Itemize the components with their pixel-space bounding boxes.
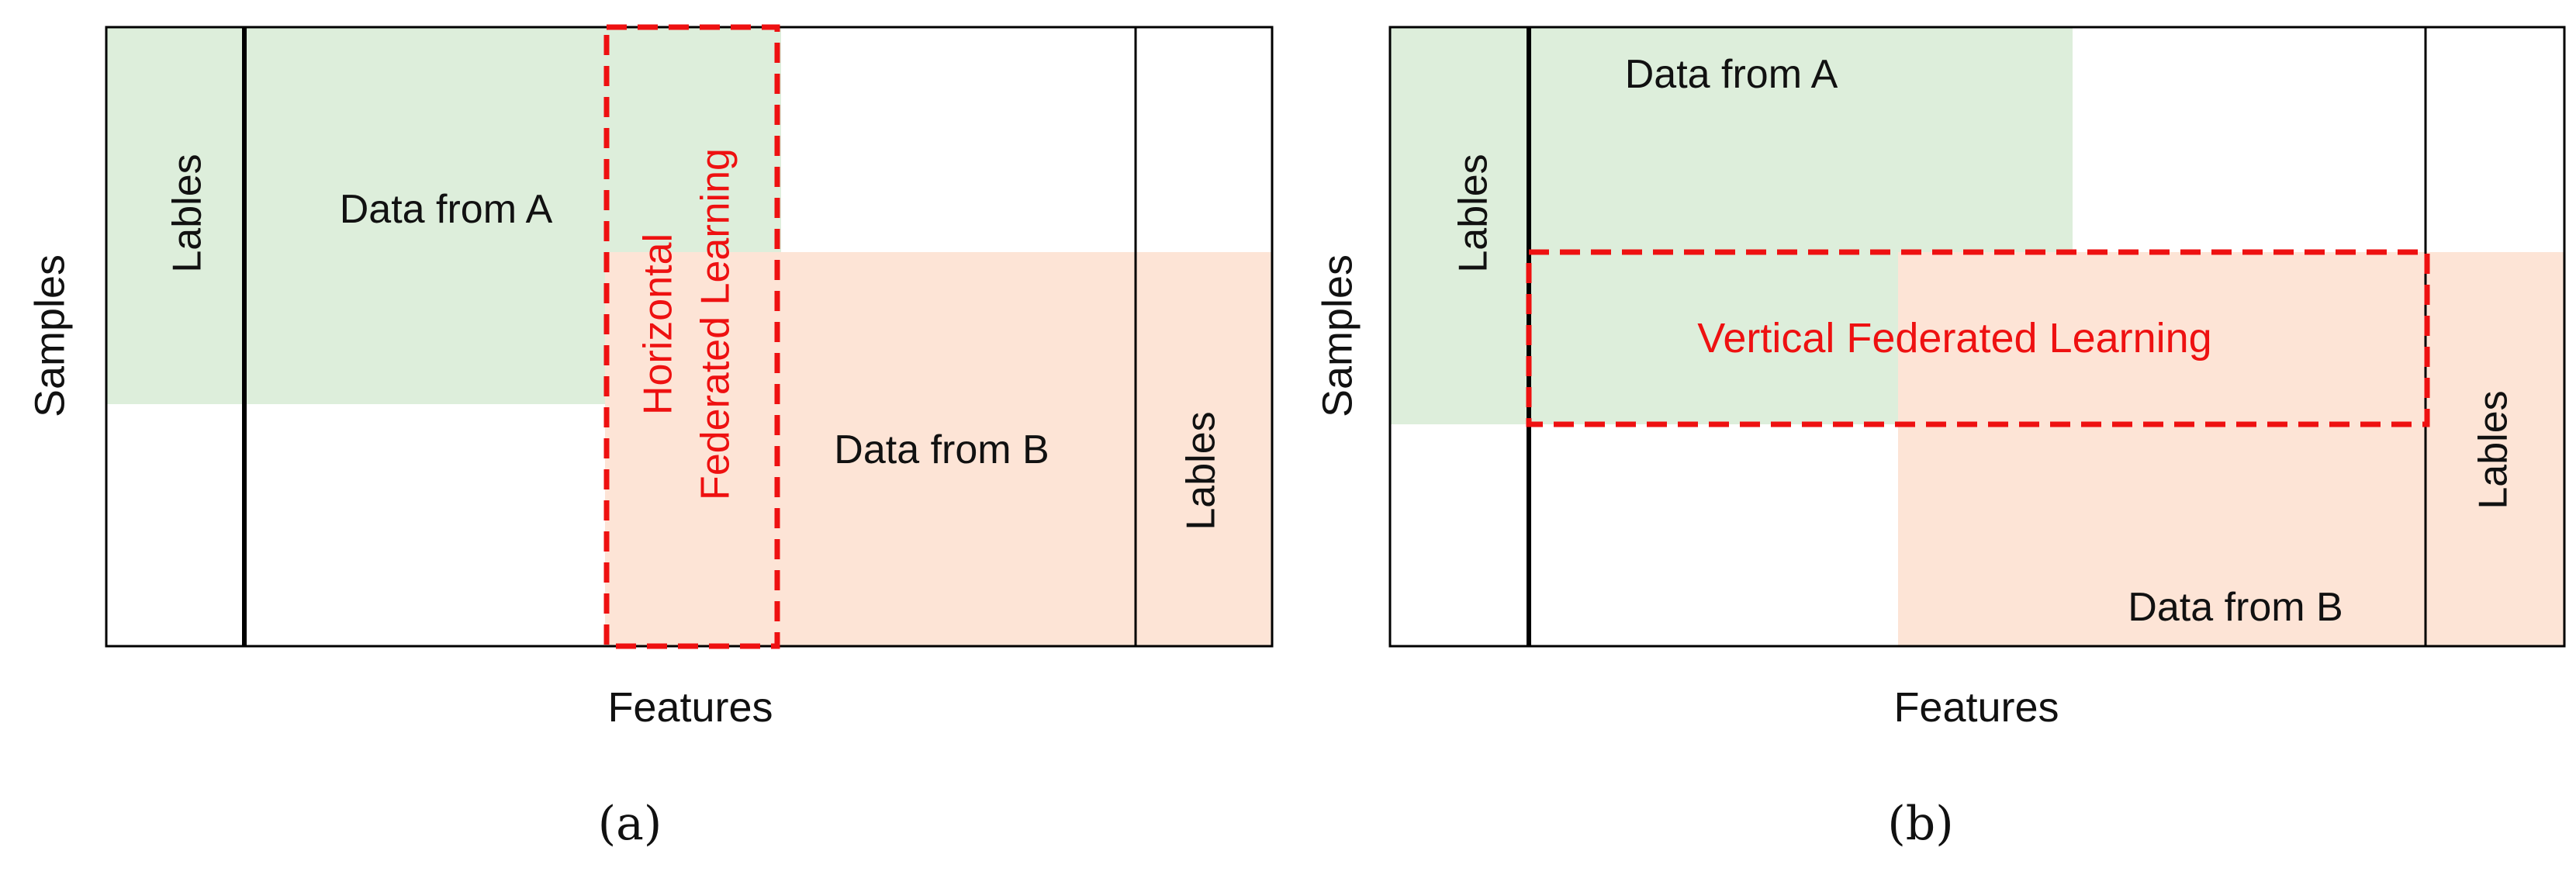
panel-a-hfl-highlight	[603, 24, 780, 649]
panel-b-vfl-label: Vertical Federated Learning	[1697, 315, 2211, 361]
panel-b-data-b-region	[1898, 252, 2564, 646]
panel-a-labels-left: Lables	[165, 154, 210, 272]
panel-b-x-axis-label: Features	[1893, 684, 2059, 731]
panel-b-vfl-highlight	[1526, 249, 2430, 427]
panel-a-labels-right: Lables	[1179, 411, 1224, 530]
panel-b-frame	[1388, 26, 2566, 648]
panel-a-y-axis-label: Samples	[26, 254, 73, 417]
panel-a-data-b-region	[605, 252, 1272, 646]
panel-a: Lables Data from A Horizontal Federated …	[26, 24, 1274, 851]
panel-b-labels-left: Lables	[1451, 154, 1496, 272]
panel-b-labels-right: Lables	[2471, 390, 2516, 509]
panel-b: Lables Data from A Vertical Federated Le…	[1314, 26, 2566, 851]
panel-a-hfl-label-line1: Horizontal	[636, 233, 681, 415]
panel-b-caption: (b)	[1887, 797, 1953, 851]
panel-b-data-a-label: Data from A	[1625, 52, 1838, 97]
panel-b-y-axis-label: Samples	[1314, 254, 1361, 417]
panel-a-data-b-label: Data from B	[834, 427, 1049, 472]
panel-b-data-b-label: Data from B	[2128, 585, 2343, 630]
panel-a-x-axis-label: Features	[607, 684, 773, 731]
panel-a-caption: (a)	[598, 797, 662, 851]
panel-a-hfl-label-line2: Federated Learning	[693, 148, 738, 500]
panel-a-data-a-label: Data from A	[340, 187, 553, 232]
